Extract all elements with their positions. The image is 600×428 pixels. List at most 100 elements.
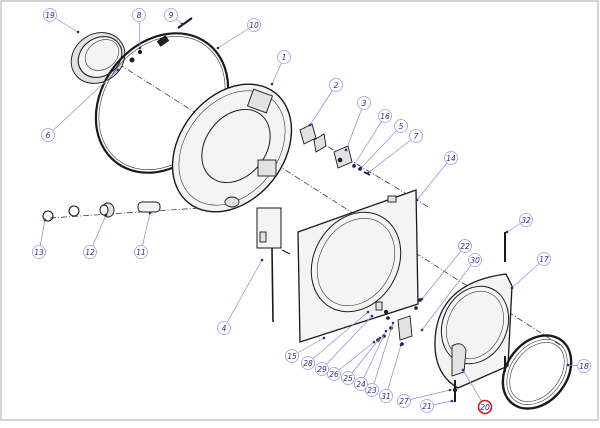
callout-2[interactable]: 2 bbox=[308, 78, 343, 127]
leader-arrow-icon bbox=[359, 166, 363, 170]
callout-3[interactable]: 3 bbox=[344, 96, 371, 152]
leader-arrow-icon bbox=[104, 213, 108, 217]
callout-label: 29 bbox=[317, 365, 327, 374]
callout-label: 10 bbox=[249, 21, 259, 30]
callout-bubble bbox=[164, 8, 178, 22]
callout-bubble bbox=[357, 96, 371, 110]
callout-bubble bbox=[378, 109, 392, 123]
callout-label: 19 bbox=[45, 11, 55, 20]
callout-label: 26 bbox=[329, 370, 339, 379]
callout-22[interactable]: 22 bbox=[420, 239, 472, 301]
callout-label: 2 bbox=[334, 81, 339, 90]
callout-label: 15 bbox=[287, 352, 297, 361]
callout-label: 24 bbox=[356, 380, 366, 389]
callout-bubble bbox=[327, 367, 341, 381]
callout-bubble bbox=[365, 383, 379, 397]
callout-12[interactable]: 12 bbox=[83, 213, 108, 259]
callout-14[interactable]: 14 bbox=[415, 151, 458, 202]
leader-arrow-icon bbox=[138, 46, 142, 50]
leader-line bbox=[47, 69, 119, 136]
callout-label: 22 bbox=[460, 242, 470, 251]
part-11-handle-pin bbox=[137, 201, 161, 213]
callout-10[interactable]: 10 bbox=[216, 18, 261, 50]
leader-arrow-icon bbox=[366, 171, 370, 175]
callout-label: 8 bbox=[137, 11, 142, 20]
callout-17[interactable]: 17 bbox=[510, 252, 551, 290]
callout-28[interactable]: 28 bbox=[301, 310, 370, 370]
callout-7[interactable]: 7 bbox=[366, 129, 423, 175]
callout-bubble bbox=[301, 356, 315, 370]
callout-bubble bbox=[277, 50, 291, 64]
leader-line bbox=[307, 311, 369, 364]
callout-label: 31 bbox=[381, 392, 391, 401]
callout-label: 18 bbox=[579, 362, 589, 371]
callout-9[interactable]: 9 bbox=[164, 8, 184, 26]
leader-arrow-icon bbox=[399, 343, 403, 347]
callout-bubble bbox=[379, 389, 393, 403]
callout-18[interactable]: 18 bbox=[566, 359, 591, 373]
callout-31[interactable]: 31 bbox=[379, 343, 403, 403]
callout-27[interactable]: 27 bbox=[397, 388, 452, 408]
leader-arrow-icon bbox=[270, 82, 274, 86]
callout-label: 14 bbox=[446, 154, 456, 163]
callout-32[interactable]: 32 bbox=[505, 213, 533, 234]
part-1-inner-door-frame bbox=[171, 83, 293, 213]
callout-6[interactable]: 6 bbox=[41, 68, 120, 142]
callout-21[interactable]: 21 bbox=[420, 399, 454, 413]
callout-5[interactable]: 5 bbox=[359, 119, 408, 170]
callout-1[interactable]: 1 bbox=[270, 50, 291, 86]
callout-23[interactable]: 23 bbox=[365, 321, 395, 397]
callout-bubble bbox=[577, 359, 591, 373]
callout-bubble bbox=[458, 239, 472, 253]
callout-29[interactable]: 29 bbox=[315, 314, 374, 376]
callout-label: 1 bbox=[282, 53, 287, 62]
callout-24[interactable]: 24 bbox=[354, 329, 388, 391]
callout-label: 5 bbox=[399, 122, 404, 131]
leader-arrow-icon bbox=[420, 328, 424, 332]
callout-bubble bbox=[134, 245, 148, 259]
callout-30[interactable]: 30 bbox=[420, 253, 482, 332]
callout-19[interactable]: 19 bbox=[43, 8, 80, 34]
leader-line bbox=[347, 337, 381, 379]
leader-line bbox=[321, 315, 373, 370]
callout-13[interactable]: 13 bbox=[32, 218, 47, 259]
leader-arrow-icon bbox=[43, 218, 47, 222]
callout-25[interactable]: 25 bbox=[341, 336, 382, 385]
leader-line bbox=[421, 259, 476, 331]
callout-label: 16 bbox=[380, 112, 390, 121]
leader-arrow-icon bbox=[566, 363, 570, 367]
callout-26[interactable]: 26 bbox=[327, 340, 376, 381]
callout-label: 17 bbox=[539, 255, 549, 264]
callout-label: 11 bbox=[136, 248, 146, 257]
callout-16[interactable]: 16 bbox=[352, 109, 392, 167]
callout-bubble bbox=[32, 245, 46, 259]
callout-bubble bbox=[477, 399, 493, 415]
callout-bubble bbox=[41, 128, 55, 142]
part-2-hinge-plate bbox=[299, 123, 327, 153]
callout-4[interactable]: 4 bbox=[217, 258, 264, 335]
callout-8[interactable]: 8 bbox=[132, 8, 146, 50]
part-14-front-panel bbox=[297, 189, 419, 343]
part-12-bushing bbox=[99, 202, 115, 218]
leader-arrow-icon bbox=[322, 336, 326, 340]
leader-arrow-icon bbox=[76, 30, 80, 34]
leader-line bbox=[345, 102, 365, 151]
part-3-hinge-block bbox=[333, 145, 353, 169]
leader-arrow-icon bbox=[116, 68, 120, 72]
callout-bubble bbox=[329, 78, 343, 92]
callout-label: 25 bbox=[343, 374, 353, 383]
leader-line bbox=[416, 157, 452, 201]
callout-label: 23 bbox=[367, 386, 377, 395]
leader-line bbox=[333, 341, 375, 375]
callout-bubble bbox=[341, 371, 355, 385]
leader-line bbox=[217, 24, 255, 49]
callout-20[interactable]: 20 bbox=[461, 368, 493, 415]
callout-bubble bbox=[420, 399, 434, 413]
callout-15[interactable]: 15 bbox=[285, 336, 326, 363]
callout-11[interactable]: 11 bbox=[134, 211, 152, 259]
part-9-bolt bbox=[156, 17, 193, 47]
leader-line bbox=[511, 258, 545, 289]
